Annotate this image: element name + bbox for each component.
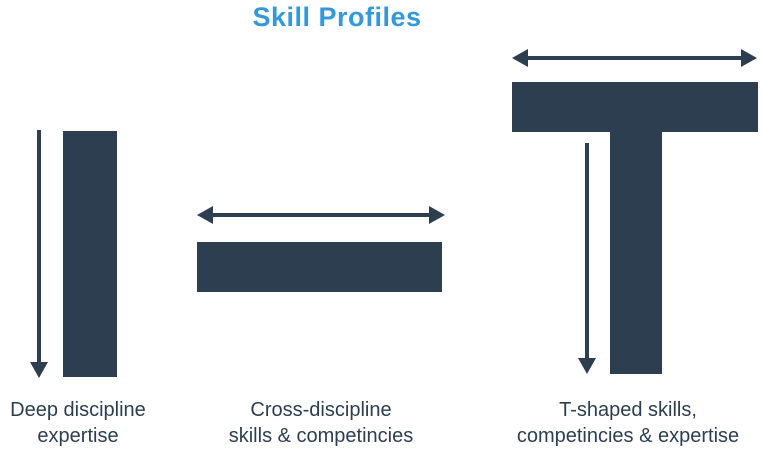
t-shape-top-bar xyxy=(512,82,758,132)
bar-profile-caption: Cross-discipline skills & competincies xyxy=(228,399,414,447)
t-shape-stem xyxy=(610,132,662,374)
horizontal-arrow-shaft xyxy=(523,56,745,60)
horizontal-bar-shape xyxy=(197,242,442,292)
down-arrow-head xyxy=(30,362,48,378)
horizontal-arrow-right-head xyxy=(429,206,445,224)
down-arrow-head xyxy=(578,358,596,374)
down-arrow-shaft xyxy=(37,130,41,363)
horizontal-arrow-left-head xyxy=(512,49,528,67)
t-profile-caption: T-shaped skills, competincies & expertis… xyxy=(516,399,740,447)
diagram-title: Skill Profiles xyxy=(252,2,422,32)
i-profile-caption: Deep discipline expertise xyxy=(10,399,146,447)
horizontal-arrow-right-head xyxy=(741,49,757,67)
horizontal-arrow-left-head xyxy=(197,206,213,224)
vertical-bar-shape xyxy=(63,131,117,377)
horizontal-arrow-shaft xyxy=(208,213,434,217)
down-arrow-shaft xyxy=(585,143,589,359)
